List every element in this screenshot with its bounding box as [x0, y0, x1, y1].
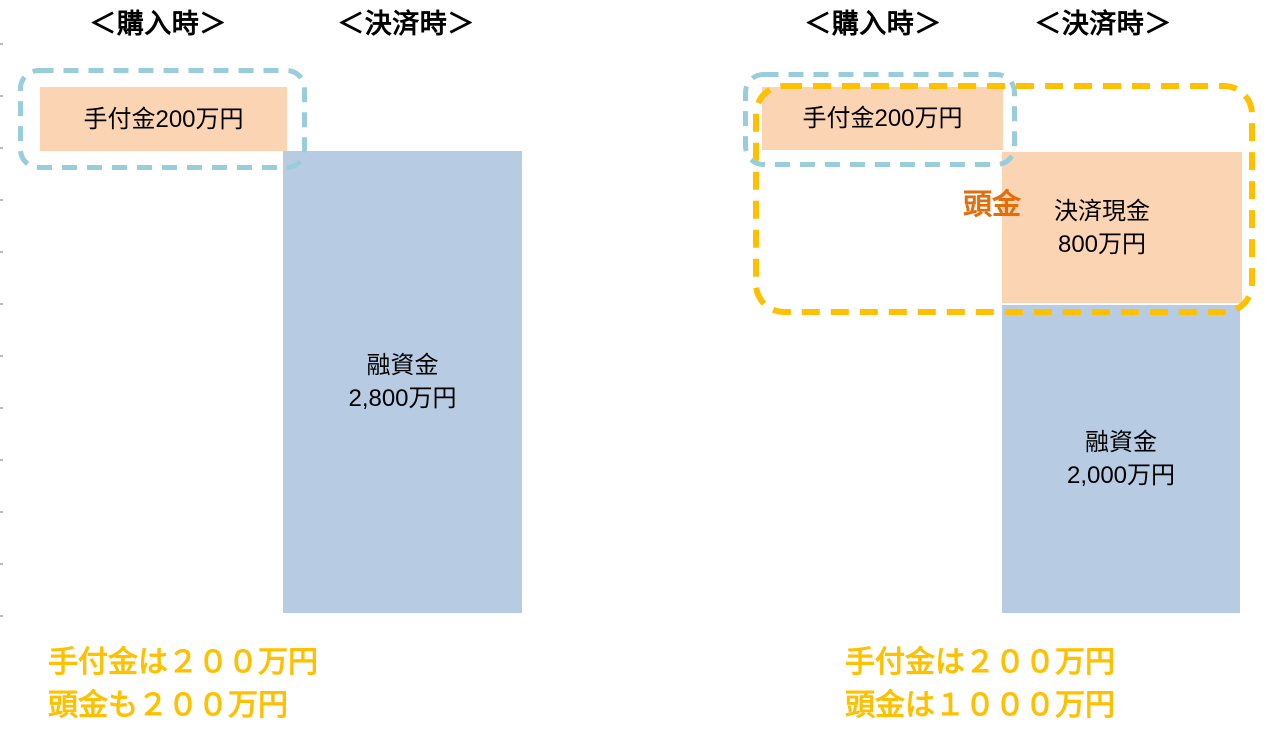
- right-caption-line2: 頭金は１０００万円: [845, 689, 1115, 722]
- right-settlement-cash-line1: 決済現金: [1054, 197, 1150, 225]
- right-loan-label-line2: 2,000万円: [1066, 462, 1176, 489]
- left-loan-label-line1: 融資金: [366, 352, 439, 379]
- right-settlement-cash-line2: 800万円: [1057, 230, 1147, 258]
- left-header-purchase: ＜購入時＞: [89, 9, 227, 39]
- right-caption: 手付金は２００万円 頭金は１０００万円: [845, 641, 1115, 727]
- left-caption: 手付金は２００万円 頭金も２００万円: [48, 641, 318, 727]
- left-caption-line2: 頭金も２００万円: [48, 689, 288, 722]
- left-loan-label-line2: 2,800万円: [348, 385, 457, 412]
- left-header-settlement: ＜決済時＞: [337, 9, 475, 39]
- left-loan-box: 融資金 2,800万円: [283, 151, 522, 613]
- right-header-purchase: ＜購入時＞: [804, 9, 942, 39]
- left-deposit-box: 手付金200万円: [40, 87, 287, 151]
- right-settlement-cash-box: 決済現金 800万円: [1002, 152, 1242, 303]
- left-deposit-label: 手付金200万円: [83, 105, 244, 133]
- right-loan-label-line1: 融資金: [1085, 429, 1157, 456]
- right-header-settlement: ＜決済時＞: [1034, 9, 1172, 39]
- right-deposit-box: 手付金200万円: [762, 87, 1003, 150]
- right-deposit-label: 手付金200万円: [802, 105, 963, 132]
- left-edge-tick-marks: [0, 43, 3, 621]
- right-loan-box: 融資金 2,000万円: [1002, 305, 1240, 613]
- left-caption-line1: 手付金は２００万円: [48, 646, 318, 679]
- down-payment-label: 頭金: [963, 189, 1022, 221]
- right-caption-line1: 手付金は２００万円: [845, 646, 1115, 679]
